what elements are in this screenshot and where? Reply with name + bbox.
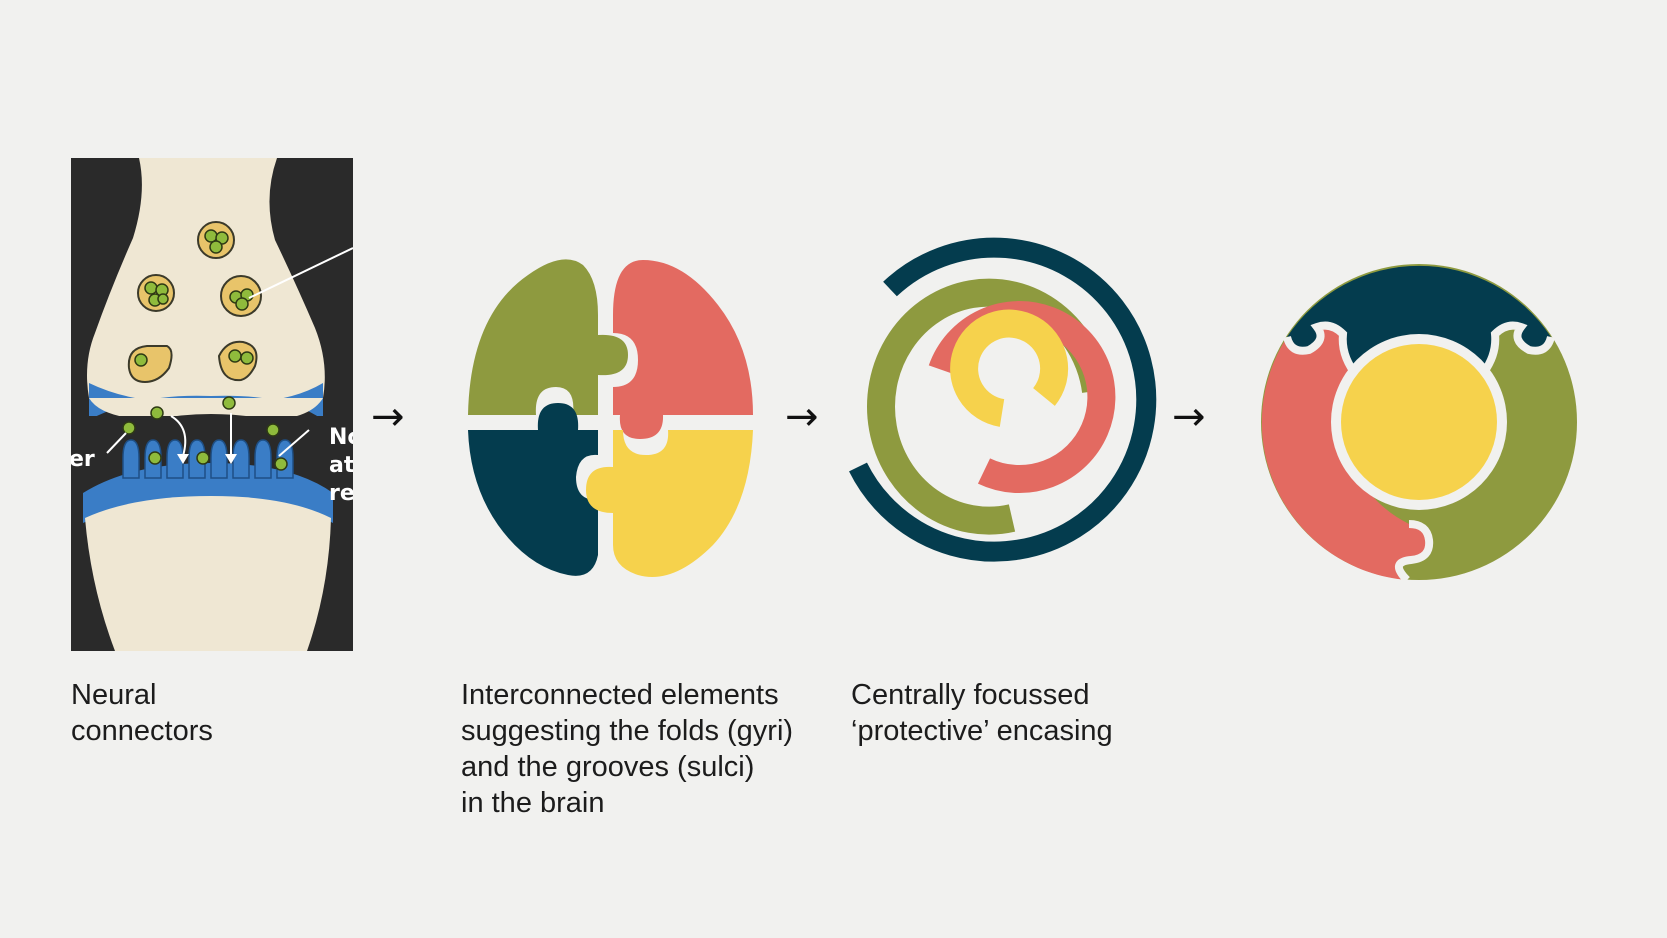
caption-line: Neural [71, 679, 157, 711]
caption-line: Interconnected elements [461, 679, 779, 711]
arrow-1: → [371, 394, 405, 440]
caption-line: suggesting the folds (gyri) [461, 715, 794, 747]
circular-puzzle-mark [1261, 264, 1577, 582]
arrow-3: → [1172, 394, 1206, 440]
caption-line: ‘protective’ encasing [851, 715, 1113, 747]
caption-line: in the brain [461, 787, 605, 819]
caption-neural-connectors: Neural connectors [71, 677, 213, 749]
caption-line: and the grooves (sulci) [461, 751, 755, 783]
caption-line: connectors [71, 715, 213, 747]
caption-centrally-focussed: Centrally focussed ‘protective’ encasing [851, 677, 1113, 749]
caption-interconnected-elements: Interconnected elements suggesting the f… [461, 677, 793, 821]
arrow-2: → [785, 394, 819, 440]
synapse-label-right-1: Nc [329, 425, 353, 450]
concentric-arcs-mark [849, 237, 1157, 562]
synapse-illustration: er Nc at re [71, 158, 353, 651]
synapse-label-right-3: re [329, 481, 353, 506]
synapse-label-left: er [71, 447, 95, 472]
synapse-label-right-2: at [329, 453, 353, 478]
puzzle-brain-mark [468, 259, 753, 577]
caption-line: Centrally focussed [851, 679, 1090, 711]
